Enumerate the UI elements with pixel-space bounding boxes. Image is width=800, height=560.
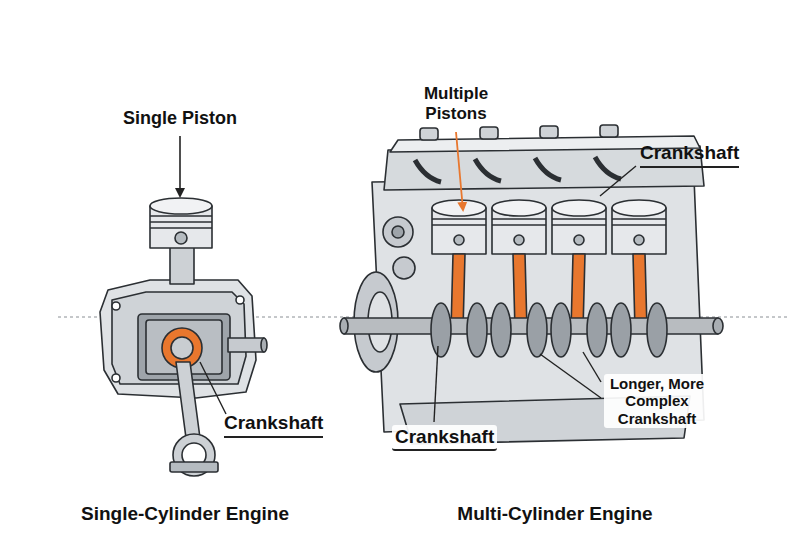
part-label: Longer, More Complex Crankshaft — [604, 374, 710, 428]
figure-caption: Single-Cylinder Engine — [55, 503, 315, 525]
part-label: Crankshaft — [224, 412, 323, 438]
multi-cylinder-figure — [340, 125, 723, 444]
part-label: Crankshaft — [392, 425, 497, 451]
single-cylinder-figure — [100, 198, 267, 476]
leader-lines — [180, 132, 636, 422]
part-label: Crankshaft — [640, 142, 739, 168]
part-label: Multiple Pistons — [406, 84, 506, 123]
part-label: Single Piston — [95, 108, 265, 129]
figure-caption: Multi-Cylinder Engine — [425, 503, 685, 525]
